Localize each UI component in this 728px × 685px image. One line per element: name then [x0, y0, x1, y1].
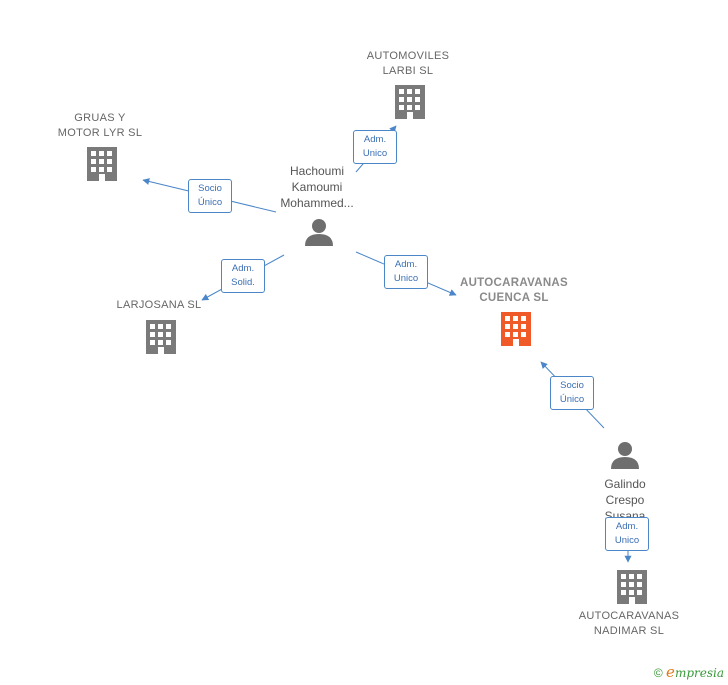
edge-label-line: Socio [560, 380, 584, 391]
edge-label-line: Adm. [363, 134, 387, 145]
company-label-line: LARBI SL [382, 65, 434, 77]
edge-label-line: Solid. [231, 277, 255, 288]
edge-label-line: Adm. [615, 521, 639, 532]
building-icon[interactable] [146, 320, 176, 354]
person-label-line: Mohammed... [280, 196, 354, 210]
person-icon[interactable] [305, 219, 333, 246]
edge-label-adm-unico: Adm. Unico [353, 130, 397, 164]
edge-label-adm-unico: Adm. Unico [384, 255, 428, 289]
brand-e: e [666, 663, 675, 681]
person-hachoumi[interactable]: Hachoumi Kamoumi Mohammed... [262, 163, 372, 211]
building-icon[interactable] [617, 570, 647, 604]
edge-label-line: Adm. [231, 263, 255, 274]
company-label-line: MOTOR LYR SL [57, 127, 143, 139]
company-label-line: LARJOSANA SL [116, 299, 202, 311]
edge-label-line: Unico [614, 535, 640, 546]
brand-name: mpresia [674, 666, 724, 680]
edge-label-adm-unico: Adm. Unico [605, 517, 649, 551]
company-label-line: GRUAS Y [74, 112, 126, 124]
edge-label-line: Único [197, 197, 223, 208]
person-galindo[interactable]: Galindo Crespo Susana [580, 476, 670, 524]
building-icon[interactable] [87, 147, 117, 181]
person-label-line: Kamoumi [291, 180, 343, 194]
edge-label-socio-unico: Socio Único [550, 376, 594, 410]
company-automoviles-larbi[interactable]: AUTOMOVILES LARBI SL [350, 49, 466, 79]
person-icon[interactable] [611, 442, 639, 469]
edge-label-line: Unico [393, 273, 419, 284]
edge-label-socio-unico: Socio Único [188, 179, 232, 213]
edge-label-line: Socio [198, 183, 222, 194]
company-larjosana[interactable]: LARJOSANA SL [101, 298, 217, 313]
company-label-line: AUTOCARAVANAS [459, 277, 569, 289]
company-autocaravanas-nadimar[interactable]: AUTOCARAVANAS NADIMAR SL [566, 609, 692, 639]
edge-label-line: Adm. [394, 259, 418, 270]
edge-label-adm-solid: Adm. Solid. [221, 259, 265, 293]
company-label-line: CUENCA SL [479, 292, 549, 304]
building-icon-main[interactable] [501, 312, 531, 346]
company-gruas-motor-lyr[interactable]: GRUAS Y MOTOR LYR SL [42, 111, 158, 141]
empresia-logo[interactable]: © empresia [654, 663, 724, 681]
company-label-line: AUTOCARAVANAS [578, 610, 680, 622]
company-label-line: NADIMAR SL [593, 625, 665, 637]
company-label-line: AUTOMOVILES [366, 50, 450, 62]
person-label-line: Hachoumi [289, 164, 345, 178]
edge-label-line: Único [559, 394, 585, 405]
building-icon[interactable] [395, 85, 425, 119]
person-label-line: Crespo [605, 493, 645, 507]
company-autocaravanas-cuenca[interactable]: AUTOCARAVANAS CUENCA SL [448, 276, 580, 306]
copyright-symbol: © [653, 666, 663, 680]
person-label-line: Galindo [604, 477, 646, 491]
edge-label-line: Unico [362, 148, 388, 159]
